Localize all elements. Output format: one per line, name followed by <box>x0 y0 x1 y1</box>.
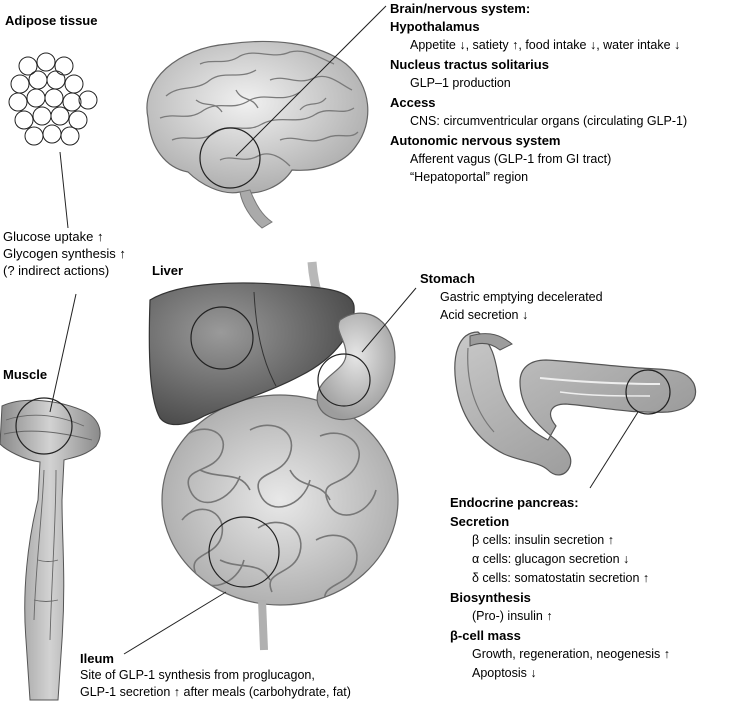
adipose-effect: (? indirect actions) <box>3 263 110 278</box>
pancreas-section-heading: β-cell mass <box>450 628 521 643</box>
ileum-title: Ileum <box>80 651 114 666</box>
ileum-line: GLP-1 secretion ↑ after meals (carbohydr… <box>80 685 351 699</box>
arm-muscle <box>0 399 101 701</box>
pancreas-section-line: (Pro-) insulin ↑ <box>472 609 553 623</box>
intestines <box>161 394 399 651</box>
brain-section-line: Afferent vagus (GLP-1 from GI tract) <box>410 152 612 166</box>
pancreas-section-line: Growth, regeneration, neogenesis ↑ <box>472 647 671 661</box>
pancreas-section-line: α cells: glucagon secretion ↓ <box>472 552 630 566</box>
stomach-title: Stomach <box>420 271 475 286</box>
adipose-cells <box>8 52 98 146</box>
brain-section-line: GLP–1 production <box>410 76 511 90</box>
stomach-line: Gastric emptying decelerated <box>440 290 603 304</box>
pancreas-title: Endocrine pancreas: <box>450 495 579 510</box>
ileum-line: Site of GLP-1 synthesis from proglucagon… <box>80 668 315 682</box>
adipose-effect: Glucose uptake ↑ <box>3 229 104 244</box>
liver-title: Liver <box>152 263 184 278</box>
muscle-title: Muscle <box>3 367 48 382</box>
pancreas-section-heading: Biosynthesis <box>450 590 531 605</box>
pancreas-section-line: δ cells: somatostatin secretion ↑ <box>472 571 650 585</box>
adipose-effect: Glycogen synthesis ↑ <box>3 246 126 261</box>
brain-section-heading: Access <box>390 95 436 110</box>
liver <box>148 282 355 426</box>
pancreas-section-line: β cells: insulin secretion ↑ <box>472 533 614 547</box>
brain-section-heading: Autonomic nervous system <box>390 133 561 148</box>
brain-title: Brain/nervous system: <box>390 1 531 16</box>
pancreas-section-heading: Secretion <box>450 514 510 529</box>
brain-section-line: “Hepatoportal” region <box>410 170 529 184</box>
brain-section-line: CNS: circumventricular organs (circulati… <box>410 114 688 128</box>
brain-section-line: Appetite ↓, satiety ↑, food intake ↓, wa… <box>410 38 681 52</box>
brain-section-heading: Nucleus tractus solitarius <box>390 57 549 72</box>
pancreas <box>454 331 697 476</box>
adipose-title: Adipose tissue <box>5 13 98 28</box>
stomach-line: Acid secretion ↓ <box>440 308 529 322</box>
pancreas-section-line: Apoptosis ↓ <box>472 666 537 680</box>
brain-section-heading: Hypothalamus <box>390 19 480 34</box>
